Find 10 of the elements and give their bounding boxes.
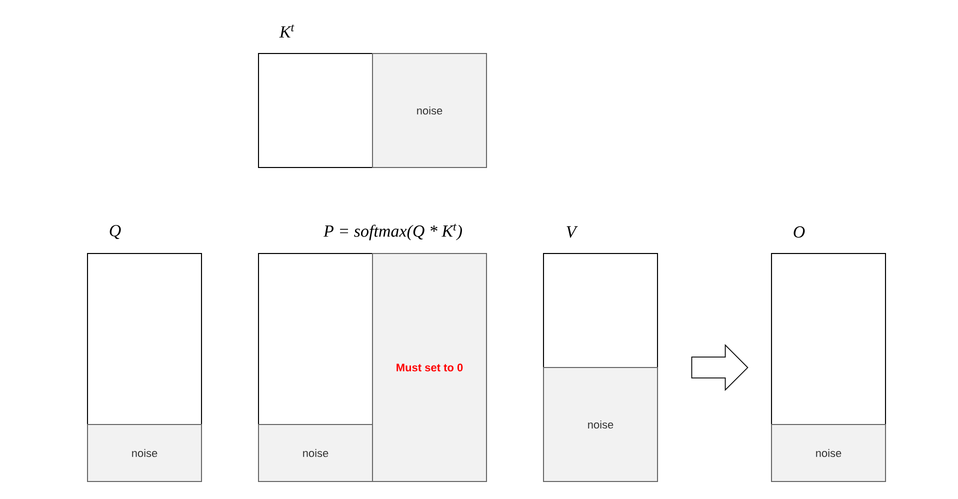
matrix-label: V — [566, 226, 578, 238]
noise-cell: noise — [87, 424, 202, 482]
noise-cell: noise — [372, 53, 487, 168]
noise-cell: noise — [543, 367, 658, 482]
noise-cell: noise — [771, 424, 886, 482]
noise-cell: noise — [258, 424, 373, 482]
matrix-label: K$^{t}$ — [279, 24, 294, 38]
matrix-label: P = softmax(Q * K$^{t}$) — [323, 224, 462, 240]
matrix-label: Q — [110, 225, 121, 240]
matrix-label: O — [794, 226, 805, 238]
